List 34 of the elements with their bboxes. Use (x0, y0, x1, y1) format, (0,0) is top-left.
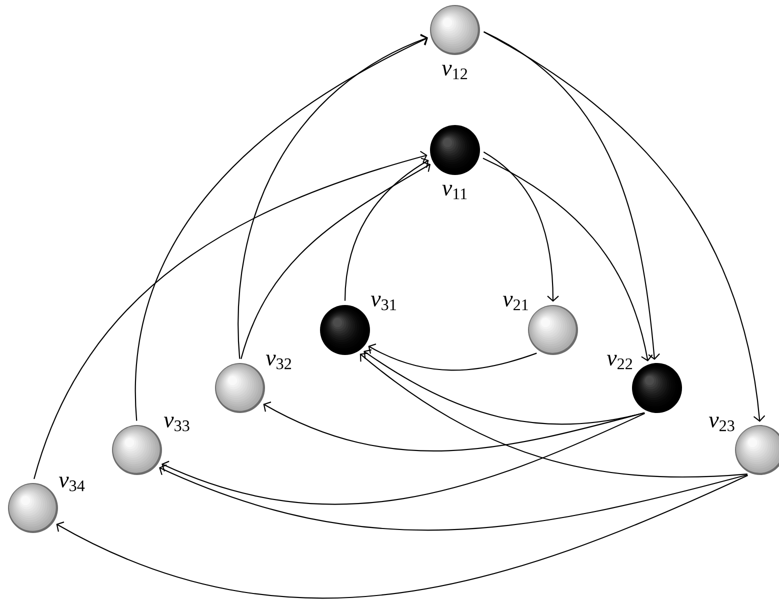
ball (112, 425, 162, 475)
node-label: v$_{23}$ (708, 416, 734, 432)
node-label: v$_{11}$ (442, 184, 467, 200)
arrow (34, 150, 428, 480)
ball (430, 125, 480, 175)
node-label: v$_{33}$ (164, 416, 190, 432)
node-label: v$_{21}$ (502, 296, 528, 310)
arrow (483, 152, 559, 302)
arrow (344, 158, 429, 301)
node-label: v$_{32}$ (266, 354, 292, 370)
arrow (483, 31, 766, 422)
arrow (263, 402, 645, 452)
arrow (240, 162, 431, 360)
ball (430, 5, 480, 55)
arrow (484, 31, 660, 360)
ball (8, 483, 58, 533)
arrow (364, 349, 645, 425)
arrow (162, 412, 645, 505)
node-label: v$_{31}$ (370, 296, 396, 310)
arrow (56, 474, 748, 598)
ball (215, 363, 265, 413)
node-label: v$_{22}$ (606, 354, 632, 370)
ball (632, 363, 682, 413)
node-label: v$_{34}$ (58, 476, 85, 492)
ball (735, 425, 779, 475)
ball (528, 305, 578, 355)
node-label: v$_{12}$ (442, 64, 468, 80)
ball (320, 305, 370, 355)
arrow (482, 158, 653, 362)
arrow (360, 352, 748, 478)
arrow (159, 464, 748, 530)
arrow (368, 344, 537, 371)
arrow (238, 34, 428, 359)
arrow (135, 34, 428, 421)
